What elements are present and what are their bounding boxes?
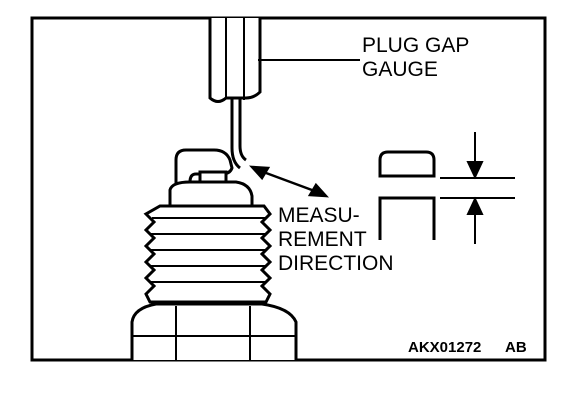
diagram-frame bbox=[30, 16, 547, 362]
lower-electrode bbox=[378, 196, 436, 240]
measurement-label-line3: DIRECTION bbox=[278, 252, 394, 275]
figure-code: AKX01272 bbox=[408, 339, 481, 356]
spark-plug bbox=[130, 148, 298, 360]
arrow-up-icon bbox=[466, 196, 484, 215]
gap-arrows bbox=[466, 132, 484, 244]
gauge-label-line2: GAUGE bbox=[362, 58, 438, 81]
gap-detail bbox=[378, 150, 515, 240]
upper-electrode bbox=[378, 150, 436, 178]
plug-gap-gauge bbox=[208, 18, 262, 170]
figure-code-suffix: AB bbox=[505, 339, 527, 356]
measurement-label-line2: REMENT bbox=[278, 228, 367, 251]
measurement-label-line1: MEASU- bbox=[278, 204, 360, 227]
gauge-label-line1: PLUG GAP bbox=[362, 34, 469, 57]
measurement-direction-arrow bbox=[249, 165, 329, 198]
arrow-down-icon bbox=[466, 161, 484, 180]
